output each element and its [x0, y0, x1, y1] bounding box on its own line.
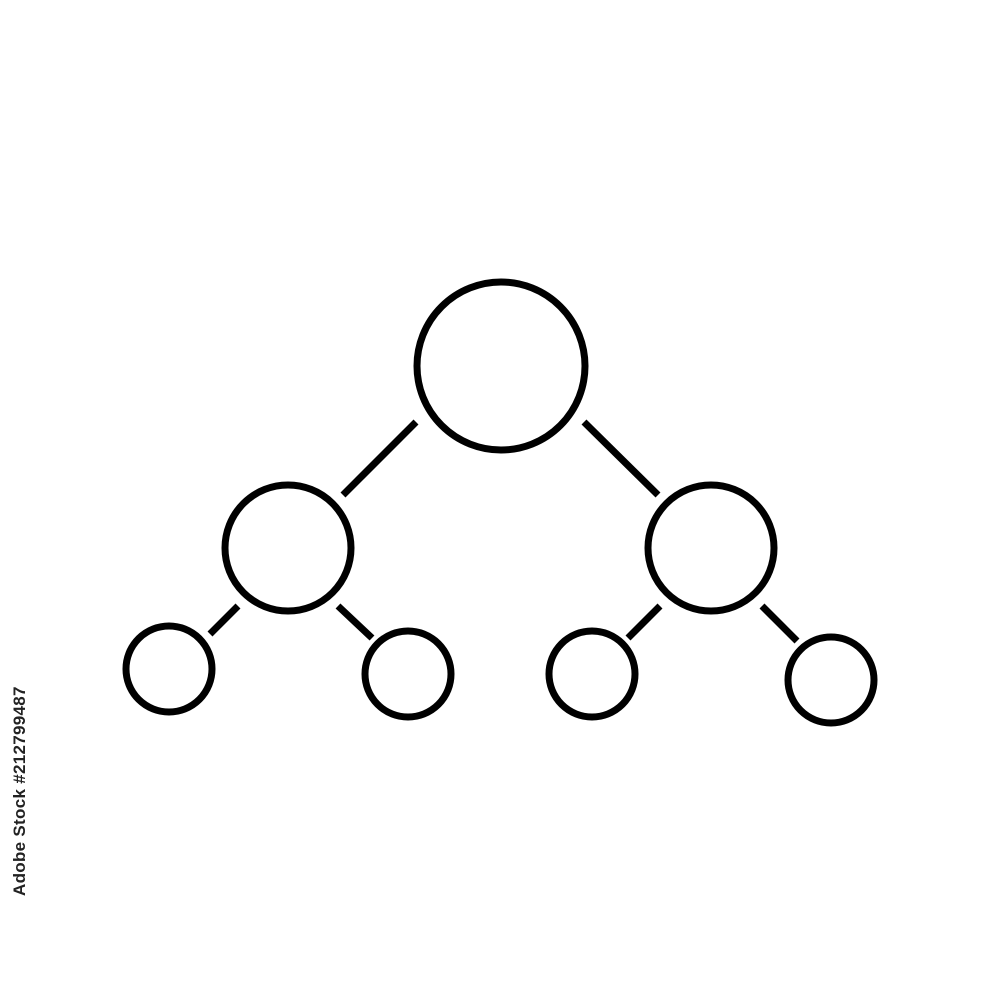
edge-root-left — [340, 419, 419, 498]
node-root — [413, 278, 589, 454]
node-left-child — [221, 481, 355, 615]
edge-left-rightleaf — [335, 603, 375, 641]
edge-root-right — [581, 419, 661, 498]
edge-right-leftleaf — [625, 603, 663, 641]
edge-right-rightleaf — [759, 603, 800, 644]
node-right-right-leaf — [784, 633, 878, 727]
node-right-left-leaf — [545, 627, 639, 721]
node-left-left-leaf — [122, 622, 216, 716]
edge-left-leftleaf — [207, 603, 241, 637]
node-left-right-leaf — [361, 627, 455, 721]
node-right-child — [644, 481, 778, 615]
